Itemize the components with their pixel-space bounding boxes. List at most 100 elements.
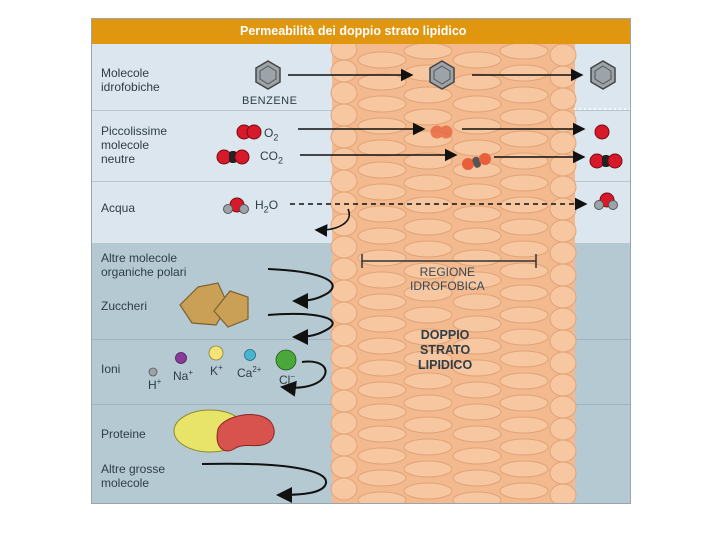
lipid-head: [403, 108, 453, 126]
lipid-head: [452, 51, 502, 69]
lipid-head: [403, 350, 453, 368]
benzene-exit-icon: [590, 60, 616, 90]
ca-ion-text: Ca: [237, 366, 253, 380]
lipid-head: [452, 95, 502, 113]
o2-label: O2: [264, 126, 278, 142]
h2o-subscript: 2: [263, 204, 269, 215]
cl-ion-label: Cl−: [279, 372, 295, 387]
permeability-figure: Permeabilità dei doppio strato lipidico …: [91, 18, 631, 504]
lipid-head: [452, 381, 502, 399]
lipid-head: [357, 491, 407, 503]
lipid-head: [499, 350, 549, 368]
na-ion-charge: +: [188, 368, 194, 377]
o2-text: O: [264, 126, 274, 140]
lipid-head: [330, 477, 358, 501]
co2-text: CO: [260, 149, 278, 163]
lipid-head: [499, 372, 549, 390]
lipid-head: [499, 240, 549, 258]
k-ion-icon: [208, 345, 224, 361]
lipid-head: [452, 117, 502, 135]
lipid-head: [357, 381, 407, 399]
k-ion-charge: +: [218, 363, 223, 372]
co2-membrane-icon: [462, 153, 491, 170]
figure-title: Permeabilità dei doppio strato lipidico: [240, 24, 467, 38]
lipid-head: [499, 86, 549, 104]
ca-ion-charge: 2+: [252, 365, 262, 374]
bilayer-label: DOPPIO STRATO LIPIDICO: [418, 328, 473, 372]
lipid-head: [499, 196, 549, 214]
lipid-head: [403, 218, 453, 236]
lipid-head: [357, 337, 407, 355]
lipid-head: [403, 394, 453, 412]
h-ion-icon: [148, 367, 158, 377]
na-ion-label: Na+: [173, 368, 193, 383]
cl-ion-icon: [275, 349, 297, 371]
lipid-head: [357, 117, 407, 135]
sugar-bounce-arrow: [267, 312, 334, 345]
label-sugars: Zuccheri: [101, 299, 148, 313]
lipid-head: [452, 491, 502, 503]
lipid-head: [549, 483, 577, 503]
hydrophobic-region-bracket: [361, 254, 537, 268]
co2-subscript: 2: [278, 155, 284, 166]
polar-bounce-arrow: [267, 268, 334, 309]
lipid-head: [499, 64, 549, 82]
k-ion-label: K+: [210, 363, 223, 378]
lipid-head: [499, 438, 549, 456]
lipid-head: [357, 51, 407, 69]
label-proteins: Proteine: [101, 427, 146, 441]
lipid-head: [357, 315, 407, 333]
lipid-head: [403, 460, 453, 478]
lipid-head: [403, 262, 453, 280]
lipid-head: [357, 293, 407, 311]
title-bar: Permeabilità dei doppio strato lipidico: [92, 19, 630, 44]
lipid-head: [357, 249, 407, 267]
lipid-head: [357, 227, 407, 245]
co2-label: CO2: [260, 149, 283, 165]
lipid-head: [357, 161, 407, 179]
lipid-head: [452, 293, 502, 311]
h-ion-text: H: [148, 378, 157, 392]
na-ion-text: Na: [173, 369, 189, 383]
label-ions: Ioni: [101, 362, 121, 376]
benzene-label: BENZENE: [242, 95, 298, 107]
h2o-label: H2O: [255, 198, 278, 214]
lipid-head: [403, 240, 453, 258]
lipid-head: [452, 183, 502, 201]
lipid-head: [452, 359, 502, 377]
lipid-head: [499, 394, 549, 412]
lipid-head: [357, 469, 407, 487]
lipid-head: [452, 249, 502, 267]
o2-exit-icon: [594, 124, 610, 140]
co2-exit-icon: [589, 153, 623, 169]
lipid-head: [357, 205, 407, 223]
lipid-head: [499, 284, 549, 302]
o2-molecule-icon: [236, 124, 262, 140]
co2-molecule-icon: [216, 149, 250, 165]
lipid-head: [403, 416, 453, 434]
ca-ion-icon: [244, 349, 256, 361]
o2-membrane-icon: [430, 125, 453, 139]
ca-ion-label: Ca2+: [237, 365, 261, 380]
na-ion-icon: [175, 352, 187, 364]
lipid-head: [452, 205, 502, 223]
molecules-layer: [148, 60, 630, 503]
h2o-o: O: [268, 198, 279, 212]
hydrophobic-region-label: REGIONE IDROFOBICA: [410, 265, 485, 293]
k-ion-text: K: [210, 364, 219, 378]
lipid-head: [357, 425, 407, 443]
lipid-head: [357, 95, 407, 113]
label-polar: Altre molecole organiche polari: [101, 251, 187, 279]
sugar-pentagon-icon: [213, 290, 249, 328]
cl-ion-text: Cl: [279, 373, 291, 387]
lipid-head: [403, 196, 453, 214]
lipid-head: [403, 284, 453, 302]
lipid-head: [499, 108, 549, 126]
benzene-icon: [255, 60, 281, 90]
h2o-h: H: [255, 198, 264, 212]
water-molecule-icon: [223, 197, 249, 214]
lipid-head: [403, 372, 453, 390]
lipid-head: [357, 359, 407, 377]
lipid-head: [452, 271, 502, 289]
sugar-hexagon-icon: [179, 282, 229, 326]
